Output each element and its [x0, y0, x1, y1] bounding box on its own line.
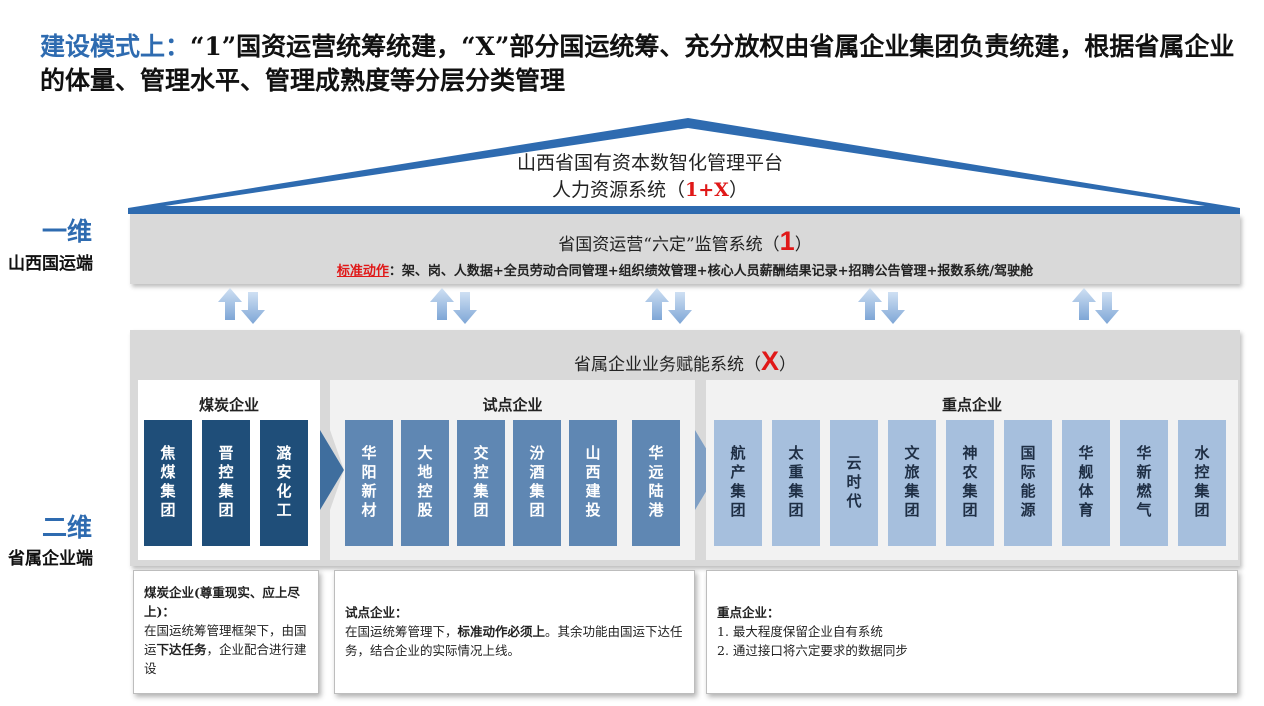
pilot-note-text1: 在国运统筹管理下，: [345, 624, 458, 639]
pilot-note-heading: 试点企业：: [345, 605, 408, 620]
coal-note-text2: ，企业配合进行建设: [144, 642, 307, 676]
dimension1-subtitle: 山西国运端: [8, 254, 93, 274]
company-box: 大地控股: [401, 420, 449, 546]
supervision-title-num: 1: [779, 226, 795, 256]
hr-system-prefix: 人力资源系统（: [552, 179, 686, 201]
company-box: 太重集团: [772, 420, 820, 546]
company-box: 汾酒集团: [513, 420, 561, 546]
sync-arrow-1-icon: [218, 288, 265, 324]
company-box: 云时代: [830, 420, 878, 546]
coal-note-bold: 下达任务: [156, 642, 207, 657]
dimension1-title: 一维: [42, 217, 93, 246]
page-title: 建设模式上：“1”国资运营统筹统建，“X”部分国运统筹、充分放权由省属企业集团负…: [40, 30, 1240, 98]
platform-name: 山西省国有资本数智化管理平台: [516, 152, 783, 174]
company-box: 华阳新材: [345, 420, 393, 546]
coal-group-label: 煤炭企业: [198, 396, 259, 414]
supervision-system-band: 省国资运营“六定”监管系统（1） 标准动作：架、岗、人数据+全员劳动合同管理+组…: [130, 214, 1240, 284]
standard-actions-label: 标准动作: [336, 264, 389, 279]
pilot-note-text2: 。其余功能由国运下达任务，结合企业的实际情况上线。: [345, 624, 683, 658]
roof-inner: [165, 128, 1205, 206]
standard-actions: 标准动作：架、岗、人数据+全员劳动合同管理+组织绩效管理+核心人员薪酬结果记录+…: [130, 260, 1240, 279]
company-box: 山西建投: [569, 420, 617, 546]
enterprise-title-suffix: ）: [779, 355, 796, 375]
pilot-note: 试点企业： 在国运统筹管理下，标准动作必须上。其余功能由国运下达任务，结合企业的…: [334, 570, 695, 694]
sync-arrow-3-icon: [645, 288, 692, 324]
pilot-note-bold: 标准动作必须上: [457, 624, 546, 639]
key-group-label: 重点企业: [941, 396, 1002, 414]
coal-note-text1: 在国运统筹管理框架下，由国运: [144, 623, 307, 657]
sync-arrow-2-icon: [430, 288, 477, 324]
key-note-item2: 2. 通过接口将六定要求的数据同步: [717, 643, 908, 658]
pilot-group-label: 试点企业: [482, 396, 543, 414]
company-box: 华新燃气: [1120, 420, 1168, 546]
company-box: 交控集团: [457, 420, 505, 546]
pilot-group: 试点企业 华阳新材 大地控股 交控集团 汾酒集团 山西建投 华远陆港: [330, 380, 695, 560]
hr-system-label: 人力资源系统（1+X）: [440, 175, 860, 202]
key-note-item1: 1. 最大程度保留企业自有系统: [717, 624, 883, 639]
company-box: 华舰体育: [1062, 420, 1110, 546]
enterprise-system-title: 省属企业业务赋能系统（X）: [130, 346, 1240, 377]
company-box: 焦煤集团: [144, 420, 192, 546]
hr-system-highlight: 1+X: [685, 179, 729, 201]
coal-chevron: [320, 430, 344, 510]
sync-arrow-4-icon: [858, 288, 905, 324]
supervision-system-title: 省国资运营“六定”监管系统（1）: [130, 226, 1240, 257]
dimension2-subtitle: 省属企业端: [8, 549, 93, 569]
sync-arrows: [218, 288, 1119, 324]
title-lead: 建设模式上：: [40, 32, 191, 61]
coal-note-heading: 煤炭企业(尊重现实、应上尽上)：: [144, 585, 300, 619]
company-box: 华远陆港: [632, 420, 680, 546]
key-note-heading: 重点企业：: [717, 605, 780, 620]
platform-roof: [128, 118, 1240, 214]
company-box: 潞安化工: [260, 420, 308, 546]
company-box: 国际能源: [1004, 420, 1052, 546]
title-text: “1”国资运营统筹统建，“X”部分国运统筹、充分放权由省属企业集团负责统建，根据…: [40, 32, 1235, 95]
key-note: 重点企业： 1. 最大程度保留企业自有系统 2. 通过接口将六定要求的数据同步: [706, 570, 1238, 694]
enterprise-title-prefix: 省属企业业务赋能系统（: [573, 355, 761, 375]
coal-group: 煤炭企业 焦煤集团 晋控集团 潞安化工: [138, 380, 320, 560]
company-box: 神农集团: [946, 420, 994, 546]
hr-system-suffix: ）: [728, 179, 748, 201]
company-box: 航产集团: [714, 420, 762, 546]
sync-arrow-5-icon: [1072, 288, 1119, 324]
company-box: 文旅集团: [888, 420, 936, 546]
dimension2-title: 二维: [42, 513, 93, 542]
supervision-title-suffix: ）: [794, 235, 812, 255]
standard-actions-text: ：架、岗、人数据+全员劳动合同管理+组织绩效管理+核心人员薪酬结果记录+招聘公告…: [388, 264, 1034, 279]
key-group: 重点企业 航产集团 太重集团 云时代 文旅集团 神农集团 国际能源 华舰体育 华…: [706, 380, 1238, 560]
supervision-title-prefix: 省国资运营“六定”监管系统（: [558, 235, 780, 255]
company-box: 晋控集团: [202, 420, 250, 546]
enterprise-title-num: X: [760, 346, 779, 376]
company-box: 水控集团: [1178, 420, 1226, 546]
coal-note: 煤炭企业(尊重现实、应上尽上)： 在国运统筹管理框架下，由国运下达任务，企业配合…: [133, 570, 319, 694]
